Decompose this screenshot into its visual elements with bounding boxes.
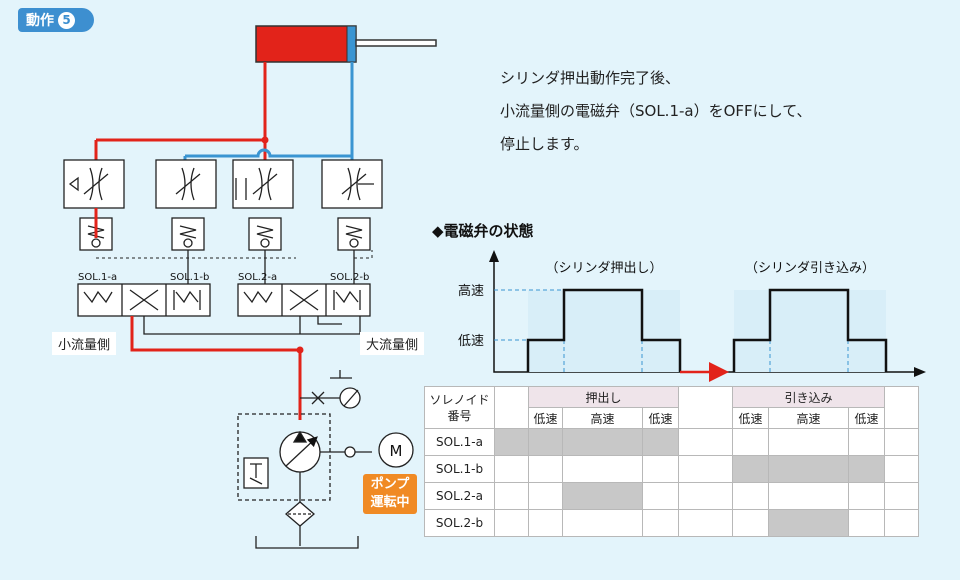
row-label: SOL.1-a [424,428,495,456]
table-corner: ソレノイド 番号 [424,386,495,429]
table-row: SOL.2-a [424,482,919,510]
table-cell [884,455,919,483]
table-cell [732,482,769,510]
group-header-extend: 押出し [528,386,679,408]
side-label-large: 大流量側 [360,332,425,355]
table-cell [678,509,733,537]
table-cell [642,482,679,510]
description-line: シリンダ押出動作完了後、 [500,69,681,87]
active-cell [494,428,529,456]
phase-label-extend: （シリンダ押出し） [545,261,662,276]
table-cell [562,509,643,537]
table-cell [678,386,733,429]
step-badge: 動作 5 [18,8,94,32]
table-cell [528,509,563,537]
pump-status-badge: ポンプ 運転中 [363,474,417,514]
table-row: SOL.2-b [424,509,919,537]
sol-label: SOL.2-b [330,272,369,283]
table-cell [678,428,733,456]
table-cell [678,482,733,510]
subheader: 低速 [848,407,885,429]
table-row: SOL.1-a [424,428,919,456]
description-line: 小流量側の電磁弁（SOL.1-a）をOFFにして、 [500,102,812,120]
subheader: 高速 [768,407,849,429]
active-cell [528,428,563,456]
row-label: SOL.2-a [424,482,495,510]
active-cell [732,455,769,483]
valve-connections [143,250,361,335]
active-cell [848,455,885,483]
table-cell [884,482,919,510]
table-cell [884,428,919,456]
step-number: 5 [58,11,75,29]
active-cell [768,509,849,537]
row-label: SOL.1-b [424,455,495,483]
subheader: 低速 [528,407,563,429]
subheader: 低速 [732,407,769,429]
pilot-lines [96,250,373,259]
flow-control-valves [63,159,383,251]
subheader: 高速 [562,407,643,429]
pump-unit [237,413,414,549]
table-cell [528,455,563,483]
junction-dot [296,346,304,354]
group-header-retract: 引き込み [732,386,885,408]
active-cell [642,428,679,456]
table-cell [678,455,733,483]
table-cell [642,509,679,537]
table-cell [848,482,885,510]
row-label: SOL.2-b [424,509,495,537]
corner-line: 番号 [447,408,472,423]
cylinder [255,25,437,63]
table-cell [494,455,529,483]
sol-label: SOL.1-b [170,272,209,283]
pressure-gauge [300,370,361,409]
table-row: SOL.1-b [424,455,919,483]
table-cell [732,509,769,537]
table-cell [562,455,643,483]
pump-status-line: 運転中 [370,495,410,510]
table-cell [494,386,529,429]
table-cell [884,509,919,537]
description-line: 停止します。 [500,135,589,153]
table-cell [528,482,563,510]
pump-status-line: ポンプ [370,477,410,492]
solenoid-table: ソレノイド 番号 押出し 引き込み 低速 高速 低速 低速 高速 低速 SOL.… [424,386,919,537]
corner-line: ソレノイド [429,392,490,407]
table-cell [732,428,769,456]
table-cell [768,428,849,456]
table-cell [768,482,849,510]
active-cell [562,428,643,456]
table-cell [494,482,529,510]
phase-label-retract: （シリンダ引き込み） [745,261,875,276]
description: シリンダ押出動作完了後、 小流量側の電磁弁（SOL.1-a）をOFFにして、 停… [500,62,811,161]
table-cell [494,509,529,537]
state-chart [489,250,926,382]
motor-label: M [390,442,403,460]
sol-label: SOL.1-a [78,272,117,283]
table-cell [848,428,885,456]
subheader: 低速 [642,407,679,429]
sol-label: SOL.2-a [238,272,277,283]
table-cell [642,455,679,483]
directional-valves [77,283,371,317]
junction-dot [261,136,269,144]
table-cell [848,509,885,537]
active-cell [768,455,849,483]
table-cell [884,386,919,429]
active-cell [562,482,643,510]
level-label-high: 高速 [458,283,484,299]
step-label: 動作 [26,13,54,29]
level-label-low: 低速 [458,334,484,349]
state-chart-title: ◆電磁弁の状態 [432,222,534,240]
side-label-small: 小流量側 [52,332,117,355]
